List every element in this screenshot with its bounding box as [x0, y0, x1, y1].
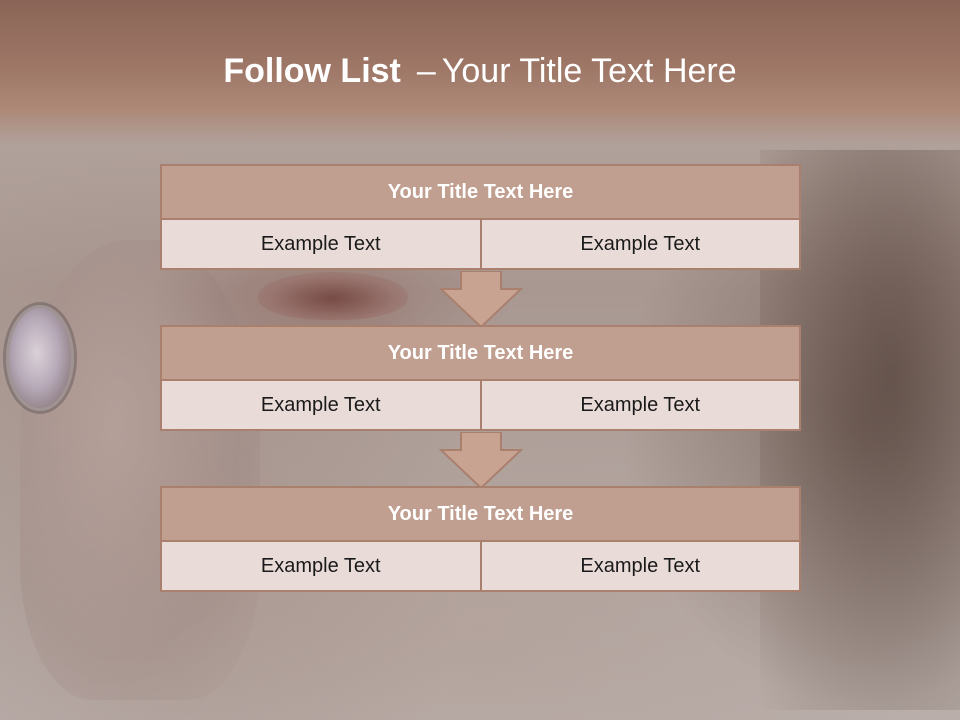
lips-photo-area	[258, 272, 408, 320]
step-cell-left: Example Text	[160, 542, 482, 592]
step-title: Your Title Text Here	[160, 164, 801, 220]
step-cell-right: Example Text	[481, 542, 801, 592]
top-band	[0, 0, 960, 145]
step-cell-left: Example Text	[160, 381, 482, 431]
title-dash: –	[416, 52, 436, 90]
step-block-1: Your Title Text Here Example Text Exampl…	[160, 164, 801, 270]
step-row: Example Text Example Text	[160, 542, 801, 592]
step-row: Example Text Example Text	[160, 220, 801, 270]
down-arrow-icon	[439, 432, 523, 490]
slide-title: Follow List–Your Title Text Here	[0, 52, 960, 91]
ring-photo-area	[6, 305, 74, 411]
hand-photo-area	[20, 240, 260, 700]
step-title: Your Title Text Here	[160, 325, 801, 381]
step-block-2: Your Title Text Here Example Text Exampl…	[160, 325, 801, 431]
step-row: Example Text Example Text	[160, 381, 801, 431]
title-rest: Your Title Text Here	[441, 52, 737, 90]
step-title: Your Title Text Here	[160, 486, 801, 542]
step-cell-right: Example Text	[481, 220, 801, 270]
down-arrow-icon	[439, 271, 523, 329]
step-cell-left: Example Text	[160, 220, 482, 270]
title-bold: Follow List	[223, 52, 401, 90]
step-cell-right: Example Text	[481, 381, 801, 431]
step-block-3: Your Title Text Here Example Text Exampl…	[160, 486, 801, 592]
